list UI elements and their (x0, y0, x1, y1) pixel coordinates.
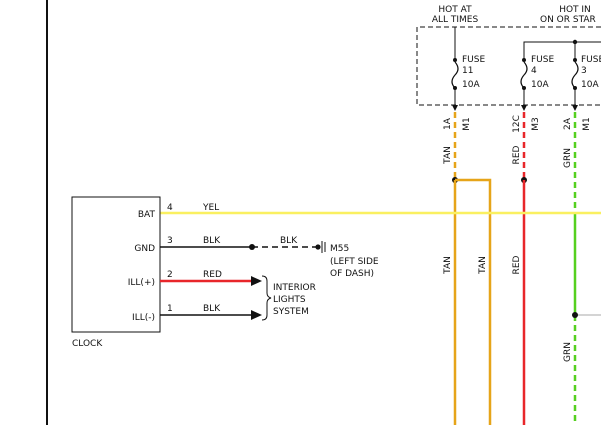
fuse-4-label: FUSE (531, 55, 554, 65)
ill-minus-wire-label: BLK (203, 304, 221, 314)
connector-2a-conn: M1 (582, 117, 592, 131)
system-bracket (261, 275, 272, 321)
ground-wire-label: BLK (280, 236, 298, 246)
system-label-line3: SYSTEM (273, 307, 309, 317)
clock-pin-gnd-label: GND (134, 244, 155, 254)
connector-12c-conn: M3 (531, 117, 541, 131)
bus-junction-dot (572, 39, 578, 45)
tan-label-lower-b: TAN (478, 256, 488, 275)
fuse-4-number: 4 (531, 66, 537, 76)
ill-plus-wire-label: RED (203, 270, 222, 280)
clock-pin-ill-minus-label: ILL(-) (132, 313, 155, 323)
system-label-line1: INTERIOR (273, 283, 316, 293)
fuse-box-outline (416, 26, 601, 106)
fuse-bus-right (523, 41, 601, 48)
grn-label-upper: GRN (563, 148, 573, 168)
ground-point-dot (315, 244, 321, 250)
tan-label-lower-a: TAN (443, 256, 453, 275)
system-label-line2: LIGHTS (273, 295, 306, 305)
fuse-11-label: FUSE (462, 55, 485, 65)
clock-box (71, 196, 161, 333)
ground-location-line2: OF DASH) (330, 269, 374, 279)
connector-1a-pin: 1A (443, 117, 453, 130)
hot-in-label-line2: ON OR STAR (540, 15, 596, 25)
fuse-3-number: 3 (581, 66, 587, 76)
clock-pin-ill-plus-label: ILL(+) (128, 278, 155, 288)
hot-in-label-line1: HOT IN (559, 5, 591, 15)
fuse-3-label: FUSE (581, 55, 601, 65)
hot-at-label-line2: ALL TIMES (432, 15, 479, 25)
clock-pin-bat-label: BAT (138, 210, 156, 220)
clock-pin-3-number: 3 (167, 236, 173, 246)
connector-1a-conn: M1 (462, 117, 472, 131)
hot-at-label-line1: HOT AT (438, 5, 472, 15)
gnd-wire-label: BLK (203, 236, 221, 246)
red-label-upper: RED (512, 145, 522, 164)
tan-label-upper: TAN (443, 146, 453, 165)
fuse-11-number: 11 (462, 66, 473, 76)
fuse-4 (520, 48, 528, 111)
ground-id-label: M55 (330, 244, 349, 254)
clock-pin-4-number: 4 (167, 203, 173, 213)
fuse-11 (451, 48, 459, 111)
fuse-3-rating: 10A (581, 80, 599, 90)
clock-pin-2-number: 2 (167, 270, 173, 280)
clock-label: CLOCK (72, 339, 103, 349)
ill-plus-arrow (251, 276, 262, 286)
clock-pin-1-number: 1 (167, 304, 173, 314)
tan-wire-lower-b (455, 178, 492, 425)
fuse-3 (571, 48, 579, 111)
red-label-lower: RED (512, 255, 522, 274)
fuse-4-rating: 10A (531, 80, 549, 90)
fuse-11-rating: 10A (462, 80, 480, 90)
grn-label-lower: GRN (563, 342, 573, 362)
yel-wire-label: YEL (202, 203, 219, 213)
connector-12c-pin: 12C (512, 115, 522, 133)
ill-minus-arrow (251, 310, 262, 320)
grn-splice-dot (572, 312, 578, 318)
connector-2a-pin: 2A (563, 117, 573, 130)
ground-location-line1: (LEFT SIDE (330, 257, 379, 267)
